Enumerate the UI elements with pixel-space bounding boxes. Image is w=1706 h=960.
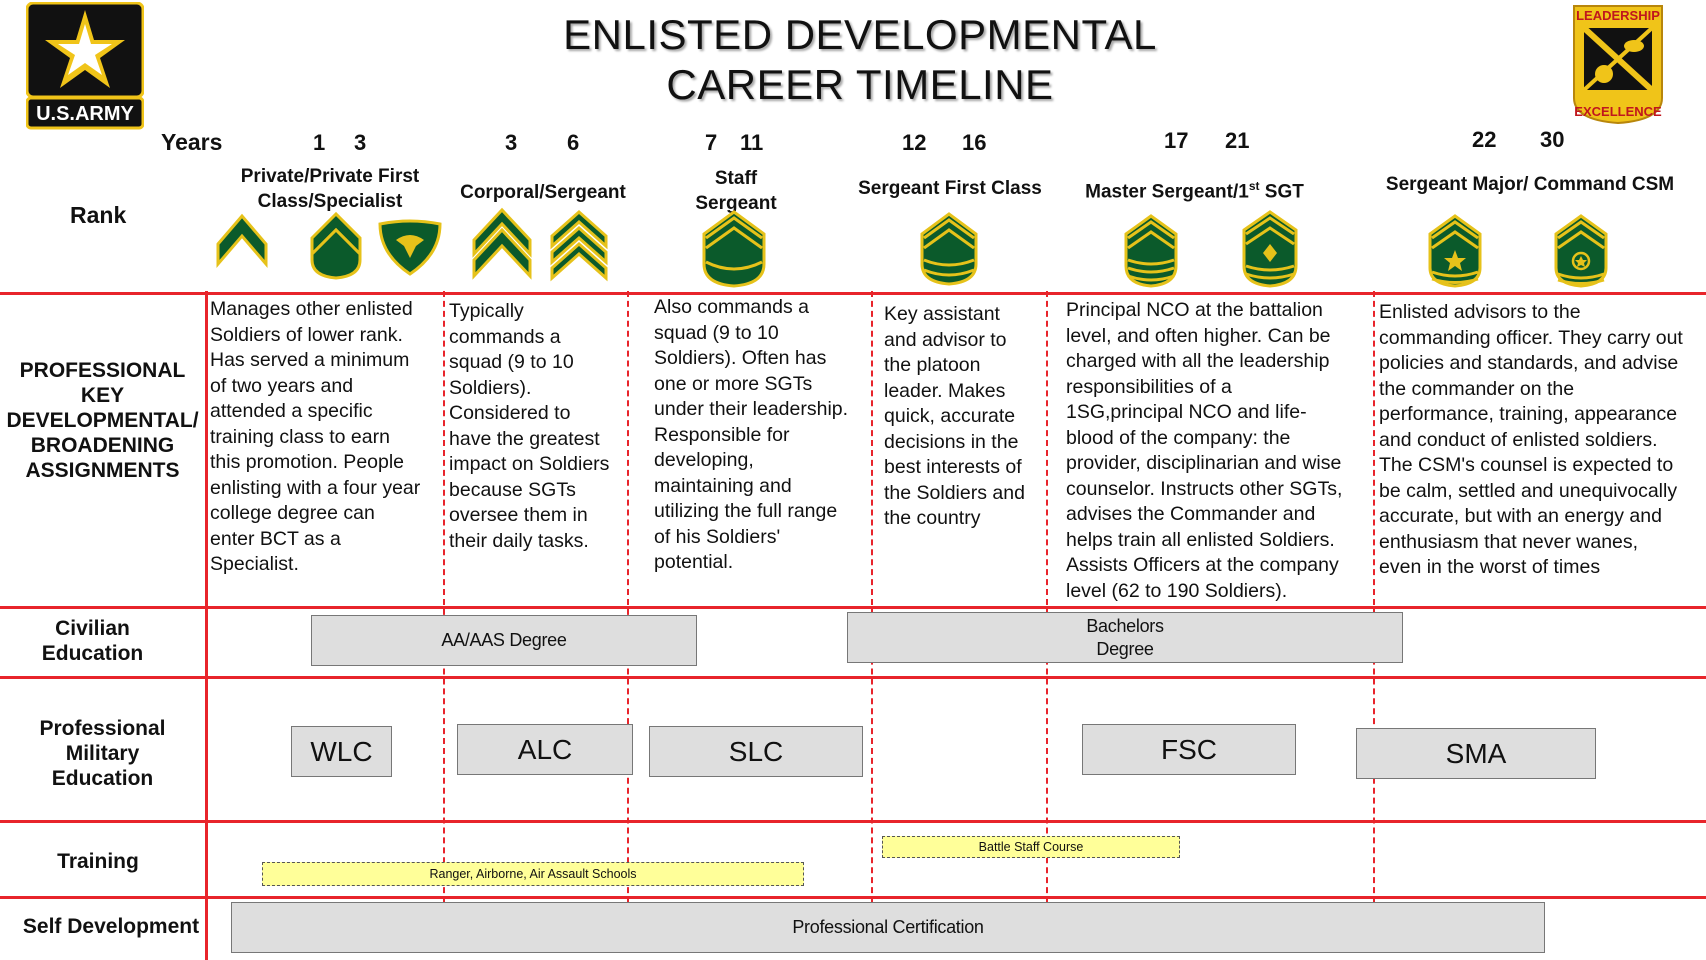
rank-cpl: Corporal/Sergeant [460, 182, 626, 203]
period-divider-1 [443, 291, 445, 903]
year-21: 21 [1225, 128, 1250, 153]
row-divider-4 [0, 820, 1706, 823]
spc-eagle-icon [378, 219, 442, 276]
year-3a: 3 [354, 130, 367, 155]
period-divider-3 [871, 291, 873, 903]
bachelors-degree-bar: Bachelors Degree [847, 612, 1403, 663]
sma-bar: SMA [1356, 728, 1596, 779]
csm-wreath-icon [1554, 214, 1608, 288]
period-divider-4 [1046, 291, 1048, 903]
year-16: 16 [962, 130, 987, 155]
battle-staff-course-bar: Battle Staff Course [882, 836, 1180, 858]
year-7: 7 [705, 130, 718, 155]
crest-bottom-text: EXCELLENCE [1574, 104, 1662, 119]
crest-top-text: LEADERSHIP [1576, 8, 1660, 23]
rank-msg: Master Sergeant/1st SGT [1085, 179, 1304, 203]
row-divider-3 [0, 676, 1706, 679]
year-22: 22 [1472, 127, 1497, 152]
training-label: Training [57, 850, 139, 873]
self-development-label: Self Development [22, 915, 200, 938]
ranger-airborne-air-assault-bar: Ranger, Airborne, Air Assault Schools [262, 862, 804, 886]
year-3b: 3 [505, 130, 518, 155]
civilian-education-label: Civilian Education [41, 617, 144, 665]
year-11: 11 [740, 130, 764, 155]
sgm-star-icon [1428, 214, 1482, 288]
row-divider-1 [0, 292, 1706, 295]
year-17: 17 [1164, 128, 1189, 153]
rank-pvt: Private/Private First Class/Specialist [240, 166, 420, 212]
army-logo: U.S.ARMY [25, 1, 145, 130]
year-6: 6 [567, 130, 580, 155]
row-divider-5 [0, 896, 1706, 899]
army-logo-text: U.S.ARMY [36, 103, 134, 125]
key-dev-label: PROFESSIONAL KEY DEVELOPMENTAL/ BROADENI… [6, 359, 199, 482]
pme-label: Professional Military Education [39, 717, 166, 790]
period-divider-5 [1373, 291, 1375, 903]
wlc-bar: WLC [291, 726, 392, 777]
ssg-chevron-icon [702, 210, 766, 288]
rank-label: Rank [70, 202, 127, 228]
rank-sgm: Sergeant Major/ Command CSM [1385, 174, 1675, 195]
rank-sfc: Sergeant First Class [858, 178, 1042, 199]
year-30: 30 [1540, 127, 1565, 152]
slc-bar: SLC [649, 726, 863, 777]
year-1: 1 [313, 130, 326, 155]
period-divider-2 [627, 291, 629, 903]
label-column-divider [205, 291, 208, 960]
army-star-icon [25, 1, 145, 130]
aa-degree-bar: AA/AAS Degree [311, 615, 697, 666]
leadership-crest: LEADERSHIP EXCELLENCE [1570, 2, 1666, 126]
years-label: Years [161, 129, 223, 155]
crest-shield-icon [1573, 5, 1663, 125]
professional-certification-bar: Professional Certification [231, 902, 1545, 953]
pfc-chevron-rocker-icon [310, 211, 362, 280]
sgt-chevron-icon [550, 209, 608, 282]
sfc-chevron-icon [920, 212, 978, 286]
title-line-1: ENLISTED DEVELOPMENTAL [563, 11, 1157, 58]
pvt-chevron-icon [216, 213, 268, 269]
year-12: 12 [902, 130, 927, 155]
cpl-chevron-icon [472, 207, 532, 280]
row-divider-2 [0, 606, 1706, 609]
1sg-diamond-icon [1242, 210, 1298, 288]
fsc-bar: FSC [1082, 724, 1296, 775]
rank-ssg: Staff Sergeant [695, 168, 777, 214]
page-title: ENLISTED DEVELOPMENTAL CAREER TIMELINE [420, 10, 1300, 110]
title-line-2: CAREER TIMELINE [666, 61, 1054, 108]
msg-chevron-icon [1124, 214, 1178, 288]
alc-bar: ALC [457, 724, 633, 775]
